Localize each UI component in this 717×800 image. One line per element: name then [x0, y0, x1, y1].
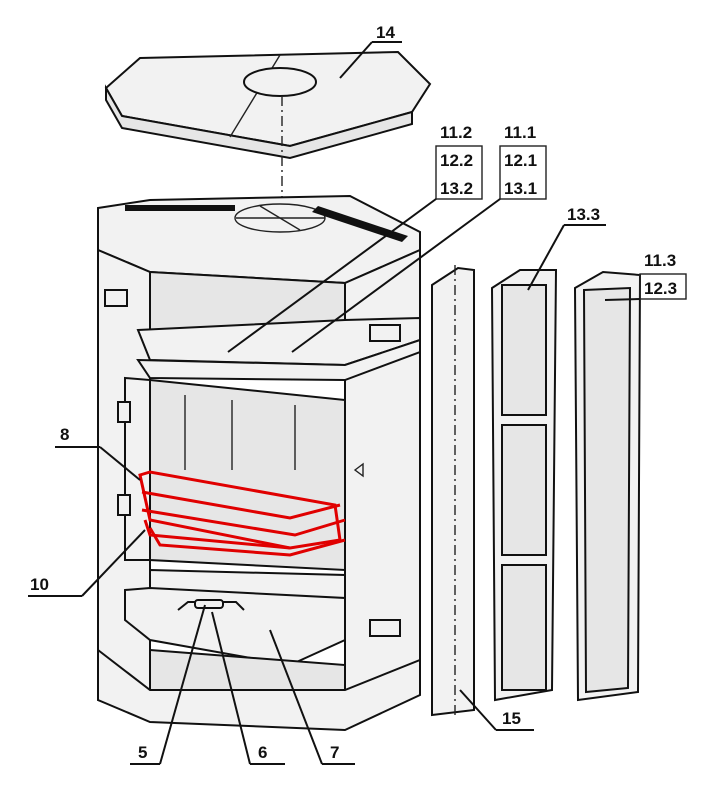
label-10: 10	[30, 575, 49, 594]
label-15: 15	[502, 709, 521, 728]
label-13-1: 13.1	[504, 179, 537, 198]
label-14: 14	[376, 23, 395, 42]
grate-highlight	[138, 470, 346, 557]
callouts: 14 11.2 12.2 13.2 11.1 12.1 13.1 13.3 11…	[28, 23, 687, 765]
label-8: 8	[60, 425, 69, 444]
panel-11-3	[573, 270, 642, 702]
label-11-1: 11.1	[504, 123, 536, 142]
label-12-3: 12.3	[644, 279, 677, 298]
label-5: 5	[138, 743, 147, 762]
label-13-3: 13.3	[567, 205, 600, 224]
top-plate-14	[104, 50, 432, 230]
label-6: 6	[258, 743, 267, 762]
label-12-1: 12.1	[504, 151, 537, 170]
side-panel-15	[431, 265, 475, 717]
label-11-2: 11.2	[440, 123, 472, 142]
panel-13-3	[490, 269, 558, 702]
stove-body	[97, 194, 421, 732]
label-12-2: 12.2	[440, 151, 473, 170]
label-13-2: 13.2	[440, 179, 473, 198]
label-7: 7	[330, 743, 339, 762]
label-11-3: 11.3	[644, 251, 676, 270]
